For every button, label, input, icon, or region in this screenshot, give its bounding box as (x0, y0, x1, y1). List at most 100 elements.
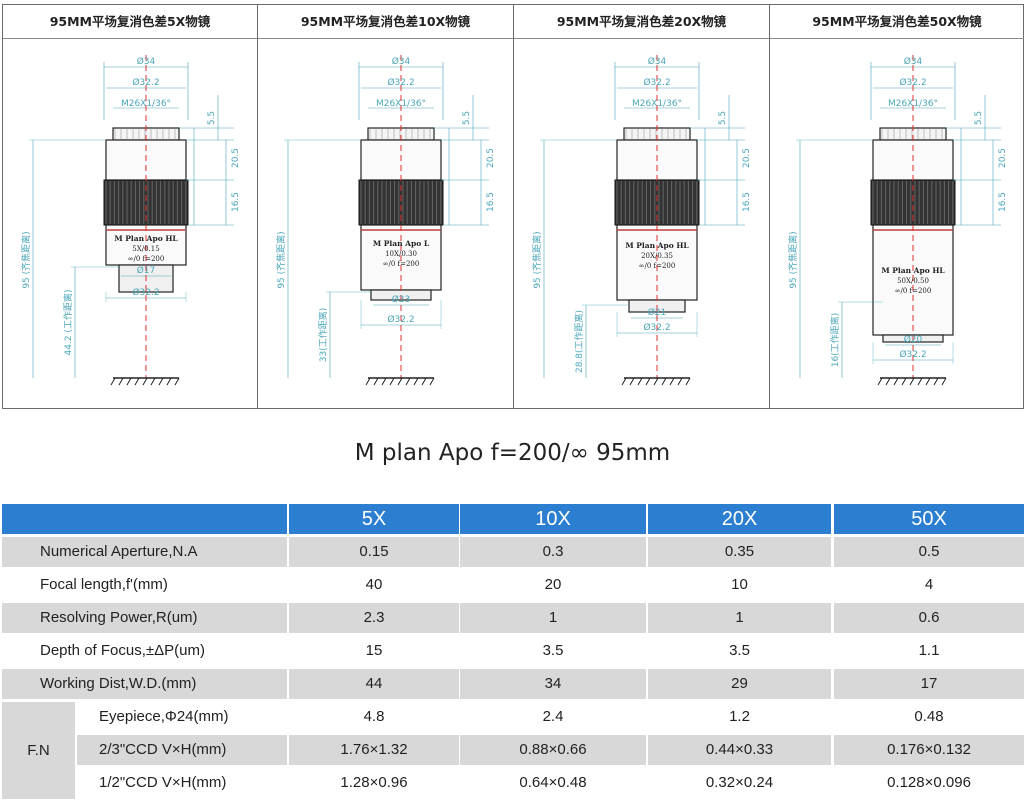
dim-parfocal-distance: 95 (齐焦距离) (20, 231, 32, 288)
row-value: 2.3 (289, 603, 459, 633)
dim-diameter-bottom: Ø32.2 (643, 322, 670, 333)
table-header-corner (2, 504, 287, 534)
row-value: 44 (289, 669, 459, 699)
dim-height-cap: 5.5 (718, 111, 728, 125)
objective-label-line1: M Plan Apo HL (881, 266, 945, 275)
row-label: Numerical Aperture,N.A (2, 537, 287, 567)
dim-diameter-mid: Ø32.2 (132, 77, 159, 88)
fn-group-label: F.N (2, 702, 75, 799)
row-label: Working Dist,W.D.(mm) (2, 669, 287, 699)
dim-working-distance: 33(工作距离) (317, 308, 329, 362)
dim-working-distance: 28.8(工作距离) (573, 310, 585, 373)
objective-label-line3: ∞/0 f=200 (383, 260, 420, 268)
row-value: 29 (648, 669, 831, 699)
dim-parfocal-distance: 95 (齐焦距离) (787, 231, 799, 288)
dim-working-distance: 44.2 (工作距离) (62, 290, 74, 356)
objective-label-line1: M Plan Apo HL (114, 234, 178, 243)
dim-height-cap: 5.5 (207, 111, 217, 125)
column-header: 5X (289, 504, 459, 534)
row-value: 0.88×0.66 (460, 735, 646, 765)
dim-diameter-top: Ø34 (137, 56, 156, 67)
dim-thread: M26X1/36° (121, 99, 171, 109)
dim-height-knurl: 16.5 (742, 192, 752, 212)
panel-title: 95MM平场复消色差5X物镜 (3, 5, 257, 39)
row-value: 0.3 (460, 537, 646, 567)
dim-height-body: 20.5 (742, 148, 752, 168)
row-value: 0.176×0.132 (834, 735, 1024, 765)
row-value: 34 (460, 669, 646, 699)
objective-label-line1: M Plan Apo L (373, 239, 430, 248)
panel-title: 95MM平场复消色差50X物镜 (770, 5, 1024, 39)
row-value: 0.35 (648, 537, 831, 567)
row-label: Eyepiece,Φ24(mm) (77, 702, 287, 732)
dim-diameter-mid: Ø32.2 (387, 77, 414, 88)
row-label: Focal length,f'(mm) (2, 570, 287, 600)
row-value: 0.128×0.096 (834, 768, 1024, 798)
row-value: 1.2 (648, 702, 831, 732)
panel-title: 95MM平场复消色差20X物镜 (514, 5, 769, 39)
row-value: 17 (834, 669, 1024, 699)
row-value: 15 (289, 636, 459, 666)
row-label: 1/2"CCD V×H(mm) (77, 768, 287, 798)
row-value: 1 (460, 603, 646, 633)
dim-diameter-mid: Ø32.2 (643, 77, 670, 88)
row-value: 0.32×0.24 (648, 768, 831, 798)
row-value: 0.48 (834, 702, 1024, 732)
dim-height-knurl: 16.5 (486, 192, 496, 212)
objective-label-line1: M Plan Apo HL (625, 241, 689, 250)
objective-label-line2: 10X/0.30 (385, 250, 417, 258)
row-value: 4.8 (289, 702, 459, 732)
column-header: 20X (648, 504, 831, 534)
panel-title: 95MM平场复消色差10X物镜 (258, 5, 513, 39)
objective-label-line2: 20X/0.35 (641, 252, 673, 260)
dim-diameter-bottom: Ø32.2 (387, 314, 414, 325)
row-value: 40 (289, 570, 459, 600)
dim-diameter-top: Ø34 (392, 56, 411, 67)
row-value: 3.5 (460, 636, 646, 666)
row-value: 2.4 (460, 702, 646, 732)
dim-height-knurl: 16.5 (231, 192, 241, 212)
row-label: 2/3"CCD V×H(mm) (77, 735, 287, 765)
dim-thread: M26X1/36° (376, 99, 426, 109)
dim-height-knurl: 16.5 (998, 192, 1008, 212)
column-header: 50X (834, 504, 1024, 534)
row-value: 1.76×1.32 (289, 735, 459, 765)
objective-label-line2: 50X/0.50 (897, 277, 929, 285)
dim-diameter-bottom: Ø32.2 (132, 287, 159, 298)
dim-height-cap: 5.5 (974, 111, 984, 125)
dim-parfocal-distance: 95 (齐焦距离) (531, 231, 543, 288)
row-value: 10 (648, 570, 831, 600)
dim-diameter-tip: Ø17 (137, 265, 156, 276)
row-value: 20 (460, 570, 646, 600)
dim-diameter-top: Ø34 (904, 56, 923, 67)
objective-label-line3: ∞/0 f=200 (895, 287, 932, 295)
dim-diameter-top: Ø34 (648, 56, 667, 67)
dim-height-cap: 5.5 (462, 111, 472, 125)
row-value: 0.15 (289, 537, 459, 567)
row-value: 0.64×0.48 (460, 768, 646, 798)
row-value: 3.5 (648, 636, 831, 666)
dim-parfocal-distance: 95 (齐焦距离) (275, 231, 287, 288)
section-title: M plan Apo f=200/∞ 95mm (354, 440, 671, 466)
row-label: Resolving Power,R(um) (2, 603, 287, 633)
dim-diameter-bottom: Ø32.2 (899, 349, 926, 360)
dim-working-distance: 16(工作距离) (829, 313, 841, 367)
row-value: 1.1 (834, 636, 1024, 666)
dim-diameter-tip: Ø20 (904, 334, 923, 345)
row-value: 0.44×0.33 (648, 735, 831, 765)
